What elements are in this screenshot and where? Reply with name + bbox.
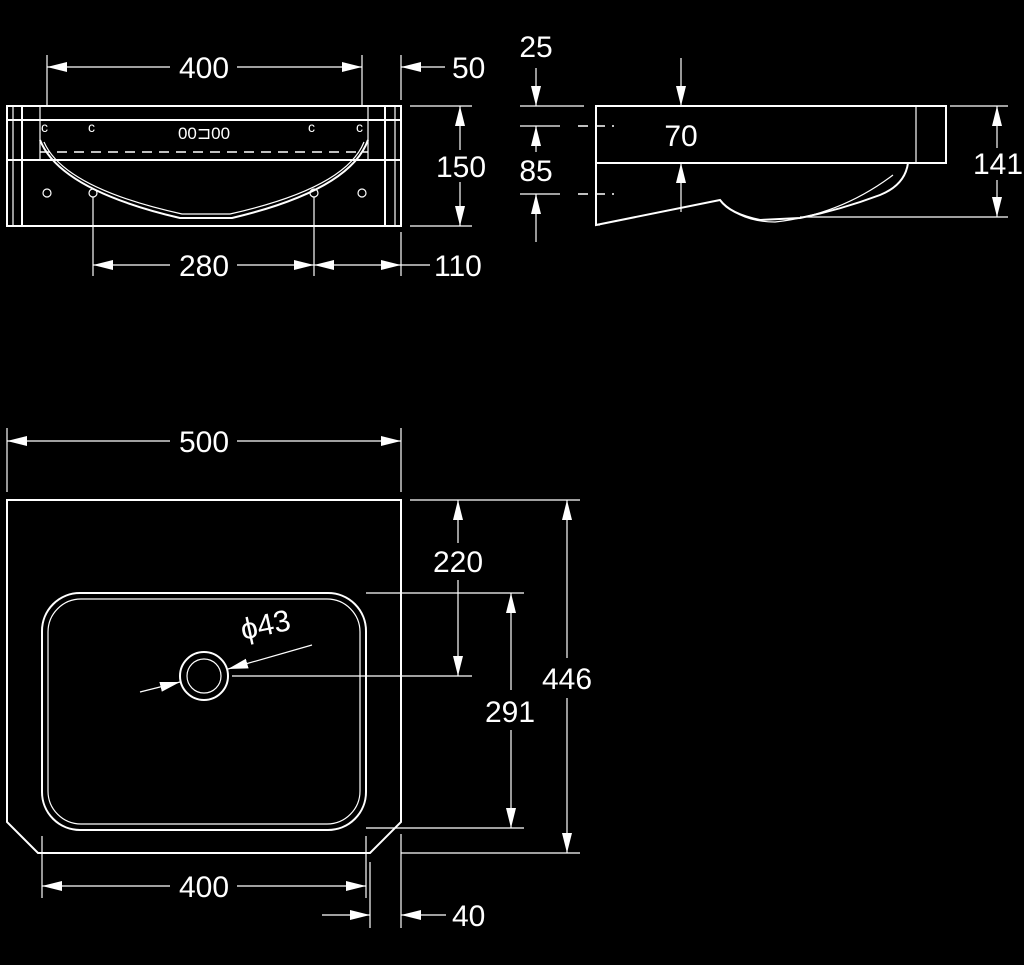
dim-drain-diameter: ϕ43	[238, 604, 294, 647]
svg-text:c: c	[308, 119, 315, 135]
dim-front-offset-50: 50	[452, 52, 485, 85]
dim-top-width-500: 500	[179, 426, 229, 459]
svg-text:c: c	[356, 119, 363, 135]
front-view-outline	[6, 105, 402, 227]
dim-bowl-400: 400	[179, 871, 229, 904]
dim-side-25: 25	[519, 31, 552, 64]
dim-front-height-150: 150	[436, 151, 486, 184]
dim-front-offset-110: 110	[434, 250, 482, 283]
overflow-symbol: 00⊐00	[178, 124, 230, 143]
dim-top-291: 291	[485, 696, 535, 729]
top-view: 500 220 291 446 ϕ43 400 40	[6, 426, 592, 933]
dim-side-70: 70	[664, 120, 697, 153]
svg-text:c: c	[41, 119, 48, 135]
dim-front-spacing-280: 280	[179, 250, 229, 283]
front-view: c c c c 00⊐00 400 50 150 280 110	[6, 52, 486, 283]
side-view-outline	[595, 105, 947, 227]
side-view: 25 85 70 141	[519, 31, 1023, 242]
dim-top-220: 220	[433, 546, 483, 579]
drain	[179, 651, 229, 701]
dim-side-141: 141	[973, 148, 1023, 181]
dim-top-depth-446: 446	[542, 663, 592, 696]
svg-text:c: c	[88, 119, 95, 135]
dim-side-85: 85	[519, 155, 552, 188]
top-view-outline	[6, 499, 402, 854]
dim-offset-40: 40	[452, 900, 485, 933]
bowl-outline	[41, 592, 367, 831]
dim-front-width-400: 400	[179, 52, 229, 85]
